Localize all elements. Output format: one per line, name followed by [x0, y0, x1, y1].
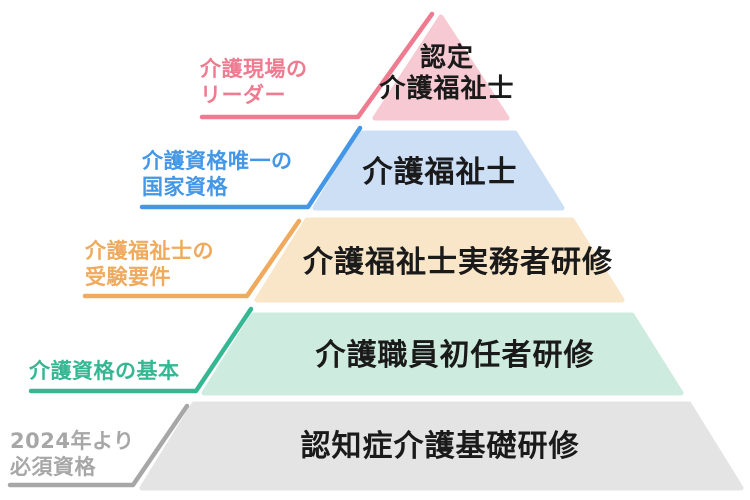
tier-1-label-line2: 介護福祉士 [378, 73, 514, 104]
pyramid-tier-1-shape [372, 14, 510, 121]
annotation-pointer-tier-5 [7, 403, 190, 488]
annotation-pointer-tier-3 [82, 218, 302, 299]
tier-2-annotation-line1: 介護資格唯一の [141, 149, 293, 173]
pyramid-tier-2-shape [312, 130, 565, 211]
pyramid-tier-3-shape [254, 217, 625, 303]
tier-5-annotation-line1: 2024年より [10, 429, 135, 453]
tier-3-label: 介護福祉士実務者研修 [302, 245, 613, 280]
tier-1-annotation-line1: 介護現場の [199, 57, 308, 81]
annotation-pointer-tier-1 [199, 11, 435, 120]
tier-3-annotation-line2: 受験要件 [85, 265, 171, 289]
pyramid-tier-4-shape [201, 312, 684, 396]
tier-2-annotation-line2: 国家資格 [142, 175, 228, 199]
annotation-pointer-tier-4 [28, 306, 254, 394]
tier-1-annotation-line2: リーダー [200, 83, 286, 107]
tier-4-label: 介護職員初任者研修 [315, 338, 595, 373]
pyramid-tier-5-shape [139, 401, 744, 491]
tier-4-annotation-line1: 介護資格の基本 [28, 359, 180, 383]
tier-3-annotation-line1: 介護福祉士の [84, 239, 214, 263]
tier-1-label-line1: 認定 [420, 42, 474, 73]
tier-5-annotation-line2: 必須資格 [10, 455, 96, 479]
tier-5-label: 認知症介護基礎研修 [301, 429, 580, 464]
tier-2-label: 介護福祉士 [362, 155, 518, 190]
annotation-pointer-tier-2 [139, 125, 363, 210]
